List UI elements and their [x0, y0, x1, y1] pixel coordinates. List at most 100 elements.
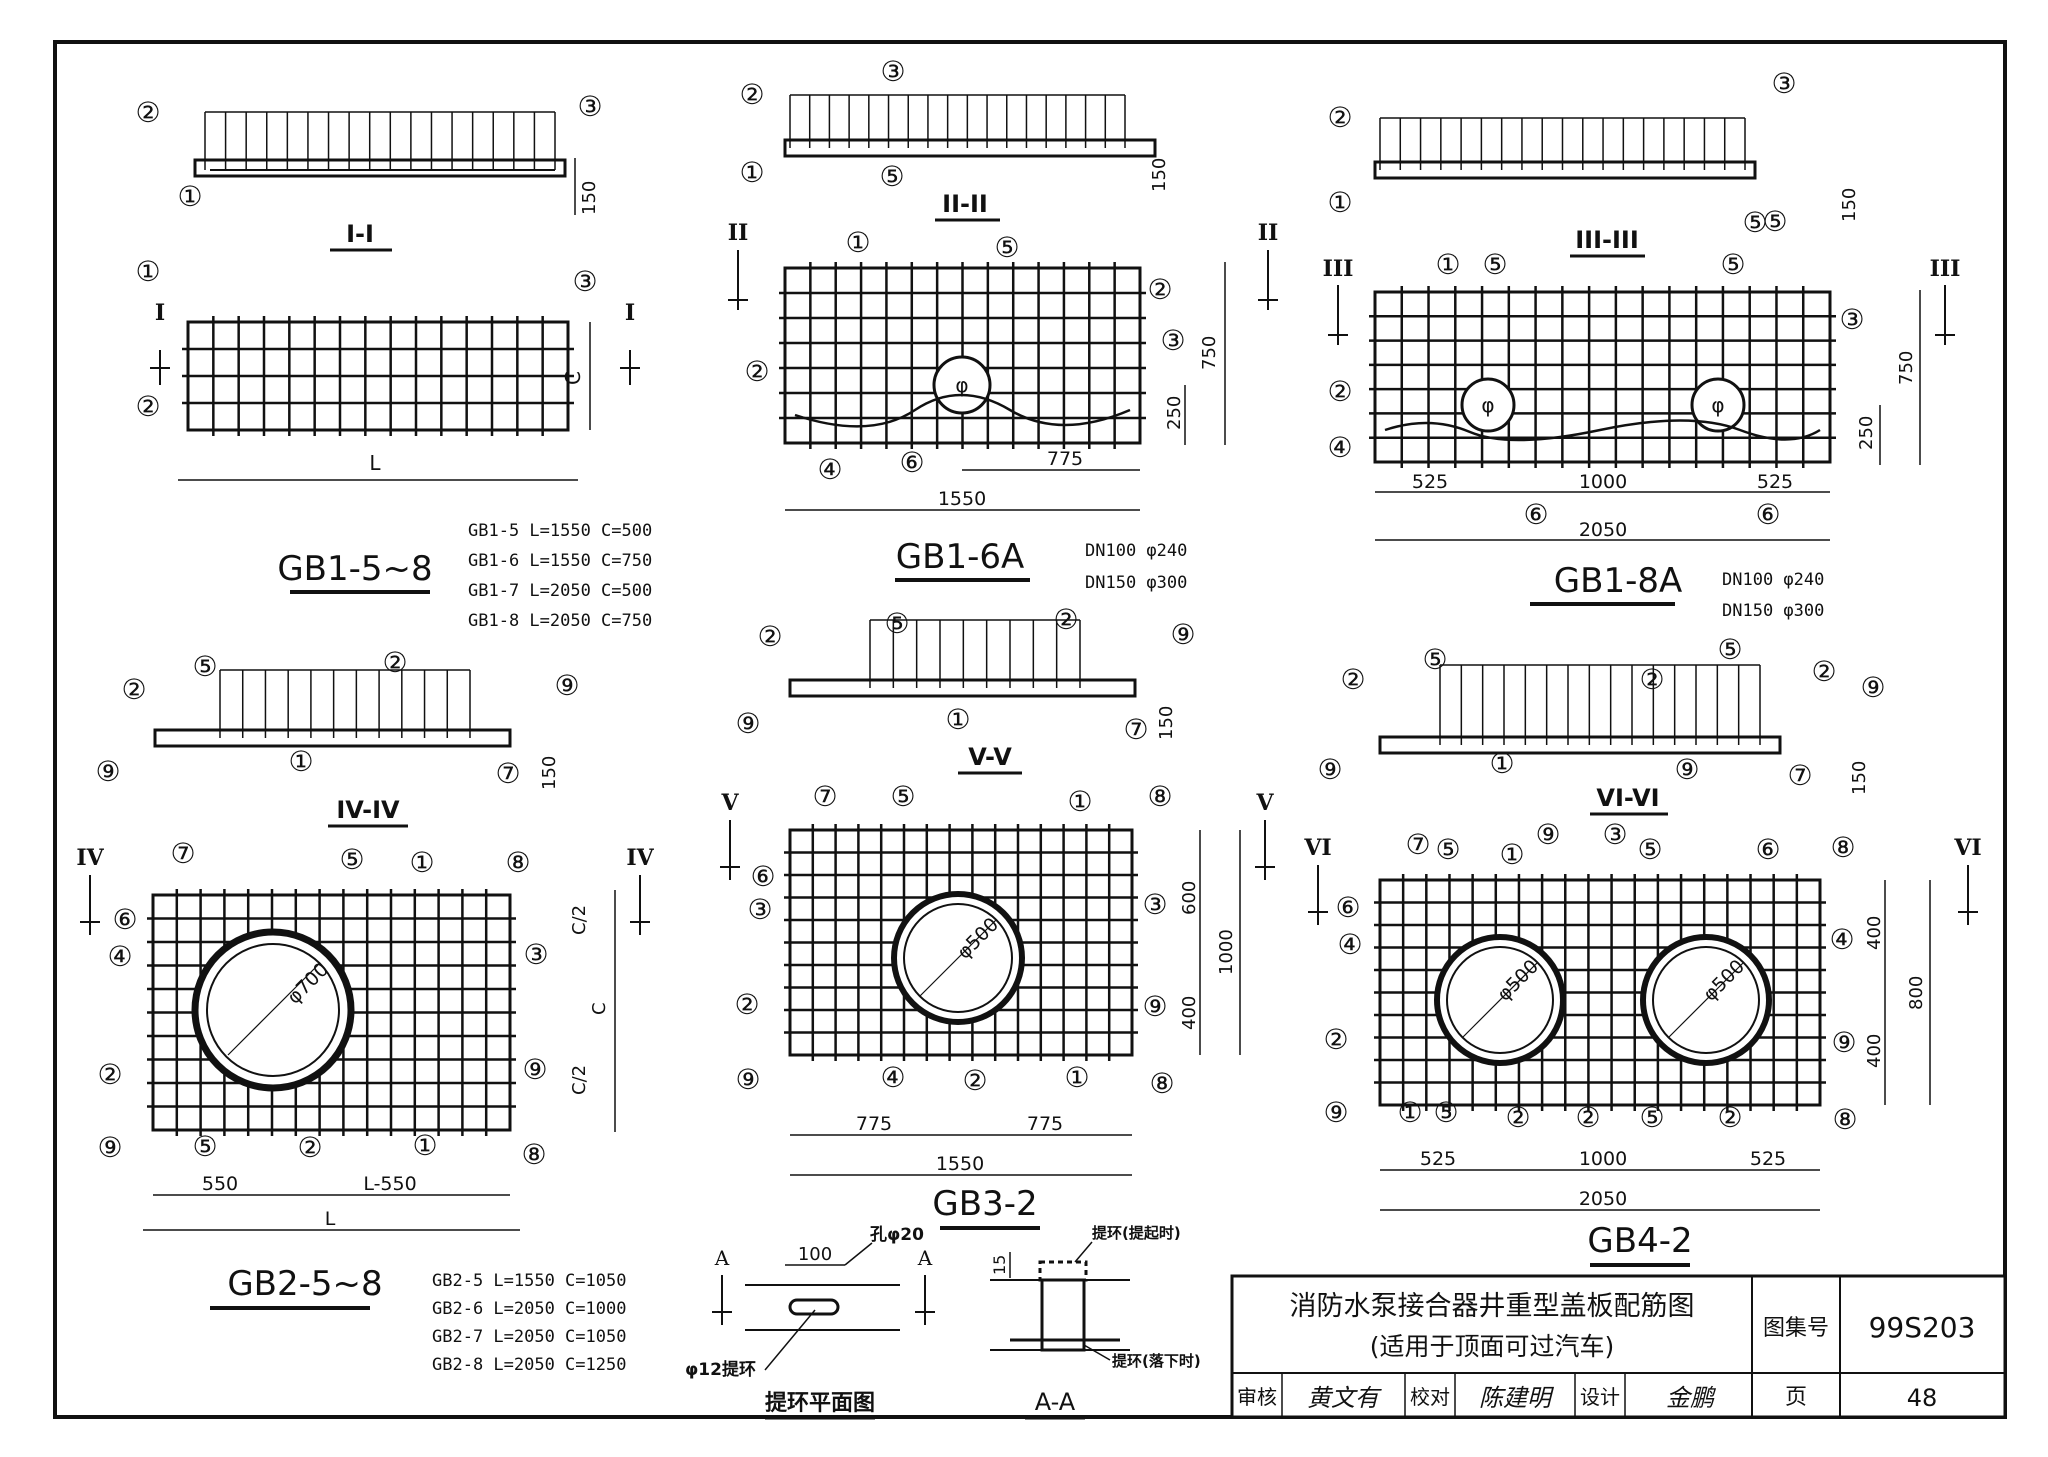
rebar-callout-c7: ⑦ — [1123, 713, 1148, 746]
gb2-58-dim-L: L — [325, 1208, 336, 1230]
rebar-callout-c2: ② — [97, 1058, 122, 1091]
gb1-6a-dim-250: 250 — [1164, 396, 1185, 430]
rebar-callout-c9: ⑨ — [1860, 671, 1885, 704]
gb1-6a-note: DN150 φ300 — [1085, 573, 1187, 593]
rebar-callout-c6: ⑥ — [899, 446, 924, 479]
cut-mark-VI-left: VI — [1303, 835, 1331, 861]
page-number: 48 — [1907, 1384, 1938, 1412]
rebar-callout-c3: ③ — [747, 893, 772, 926]
gb2-58-plan: φ700 IV IV C/2 C C/2 550 L-550 L GB2-5~8… — [76, 845, 654, 1375]
gb1-6a-note: DN100 φ240 — [1085, 541, 1187, 561]
rebar-callout-c2: ② — [382, 646, 407, 679]
atlas-number: 99S203 — [1869, 1311, 1976, 1344]
rebar-callout-c3: ③ — [1602, 818, 1627, 851]
gb2-58-variant: GB2-5 L=1550 C=1050 — [432, 1271, 626, 1291]
gb4-2-plan: φ500 φ500 VI VI 400 400 800 525 1000 525… — [1303, 835, 1982, 1267]
gb1-6a-plan: φ II II 750 250 775 1550 GB1-6A DN100 φ2… — [728, 220, 1279, 593]
ring-plan-hole: 孔φ20 — [870, 1225, 924, 1245]
rebar-callout-c5: ⑤ — [890, 780, 915, 813]
gb2-58-dim-150: 150 — [539, 756, 560, 790]
gb1-8a-dim-1000: 1000 — [1579, 471, 1627, 493]
gb4-2-dim-400b: 400 — [1864, 1034, 1885, 1068]
gb3-2-plan: φ500 V V 600 400 1000 775 775 1550 GB3-2 — [720, 790, 1275, 1230]
rebar-callout-c3: ③ — [1839, 303, 1864, 336]
rebar-callout-c2: ② — [1811, 655, 1836, 688]
ring-plan-title: 提环平面图 — [765, 1390, 875, 1416]
gb2-58-dim-L550: L-550 — [363, 1173, 416, 1195]
ring-plan: A A 100 孔φ20 φ12提环 提环平面图 — [685, 1225, 935, 1420]
rebar-callout-c6: ⑥ — [750, 860, 775, 893]
gb4-2-dim-800: 800 — [1906, 976, 1927, 1010]
ring-plan-ring: φ12提环 — [685, 1360, 756, 1380]
cut-mark-A-left: A — [714, 1246, 730, 1270]
gb2-58-variant: GB2-7 L=2050 C=1050 — [432, 1327, 626, 1347]
rebar-callout-c3: ③ — [572, 265, 597, 298]
gb2-58-dim-550: 550 — [202, 1173, 238, 1195]
rebar-callout-c1: ① — [739, 156, 764, 189]
rebar-callout-c1: ① — [1064, 1061, 1089, 1094]
rebar-callout-c2: ② — [744, 355, 769, 388]
rebar-callout-c6: ⑥ — [1523, 498, 1548, 531]
rebar-callout-c5: ⑤ — [1482, 248, 1507, 281]
gb1-58-plan: I I L C GB1-5~8 GB1-5 L=1550 C=500 GB1-6… — [150, 300, 652, 631]
gb1-6a-dim-1550: 1550 — [938, 488, 986, 510]
rebar-callout-c9: ⑨ — [95, 755, 120, 788]
gb1-58-dim-L: L — [369, 451, 381, 475]
gb1-8a-section-label: III-III — [1575, 226, 1639, 254]
rebar-callout-c3: ③ — [1771, 67, 1796, 100]
ring-plan-dim-100: 100 — [798, 1244, 832, 1265]
rebar-callout-c3: ③ — [880, 55, 905, 88]
gb4-2-dim-1000: 1000 — [1579, 1148, 1627, 1170]
section-aa: 15 提环(提起时) 提环(落下时) A-A — [990, 1224, 1201, 1420]
rebar-callout-c5: ⑤ — [192, 1130, 217, 1163]
rebar-callout-c1: ① — [1499, 838, 1524, 871]
rebar-callout-c5: ⑤ — [339, 843, 364, 876]
aa-section-label: A-A — [1035, 1388, 1076, 1416]
gb3-2-dim-775b: 775 — [1027, 1113, 1063, 1135]
gb1-6a-section-label: II-II — [942, 190, 988, 218]
rebar-callout-c7: ⑦ — [170, 837, 195, 870]
rebar-callout-c5: ⑤ — [1762, 205, 1787, 238]
rebar-callout-c2: ② — [1147, 273, 1172, 306]
rebar-callout-c1: ① — [1327, 186, 1352, 219]
rebar-callout-c2: ② — [1639, 663, 1664, 696]
title-block-subtitle: (适用于顶面可过汽车) — [1370, 1332, 1615, 1361]
rebar-callout-c5: ⑤ — [192, 650, 217, 683]
gb4-2-dim-2050: 2050 — [1579, 1188, 1627, 1210]
review-signature: 黄文有 — [1307, 1384, 1382, 1412]
gb3-2-dim-775a: 775 — [856, 1113, 892, 1135]
gb3-2-dim-600: 600 — [1179, 881, 1200, 915]
cut-mark-V-left: V — [720, 790, 739, 816]
cut-mark-A-right: A — [917, 1246, 933, 1270]
cut-mark-III-left: III — [1323, 256, 1354, 282]
rebar-callout-c6: ⑥ — [1335, 891, 1360, 924]
gb2-58-dim-C2b: C/2 — [569, 1065, 590, 1095]
gb2-58-title: GB2-5~8 — [227, 1264, 382, 1304]
rebar-callout-c3: ③ — [1142, 888, 1167, 921]
rebar-callout-c1: ① — [945, 703, 970, 736]
rebar-callout-c5: ⑤ — [1435, 833, 1460, 866]
rebar-callout-c2: ② — [1323, 1023, 1348, 1056]
gb1-8a-hole-phi: φ — [1481, 393, 1494, 417]
rebar-callout-c1: ① — [412, 1129, 437, 1162]
atlas-label: 图集号 — [1763, 1316, 1829, 1341]
rebar-callout-c1: ① — [1489, 747, 1514, 780]
rebar-callout-c8: ⑧ — [1830, 831, 1855, 864]
rebar-callout-c5: ⑤ — [1639, 1101, 1664, 1134]
rebar-callout-c2: ② — [121, 673, 146, 706]
rebar-callout-c2: ② — [962, 1064, 987, 1097]
rebar-callout-c7: ⑦ — [1787, 759, 1812, 792]
gb1-8a-dim-250: 250 — [1856, 416, 1877, 450]
gb1-6a-section: 150 II-II — [783, 94, 1170, 222]
rebar-callout-c9: ⑨ — [1142, 990, 1167, 1023]
rebar-callout-c2: ② — [297, 1131, 322, 1164]
gb3-2-section: 150 V-V — [788, 619, 1177, 775]
gb1-58-title: GB1-5~8 — [277, 549, 432, 589]
gb1-58-variant: GB1-5 L=1550 C=500 — [468, 521, 652, 541]
rebar-callout-c3: ③ — [577, 90, 602, 123]
rebar-callout-c5: ⑤ — [884, 607, 909, 640]
gb4-2-title: GB4-2 — [1587, 1221, 1692, 1261]
gb1-58-dim-C: C — [561, 371, 585, 385]
aa-ring-down: 提环(落下时) — [1112, 1352, 1201, 1370]
gb1-8a-dim-525b: 525 — [1757, 471, 1793, 493]
